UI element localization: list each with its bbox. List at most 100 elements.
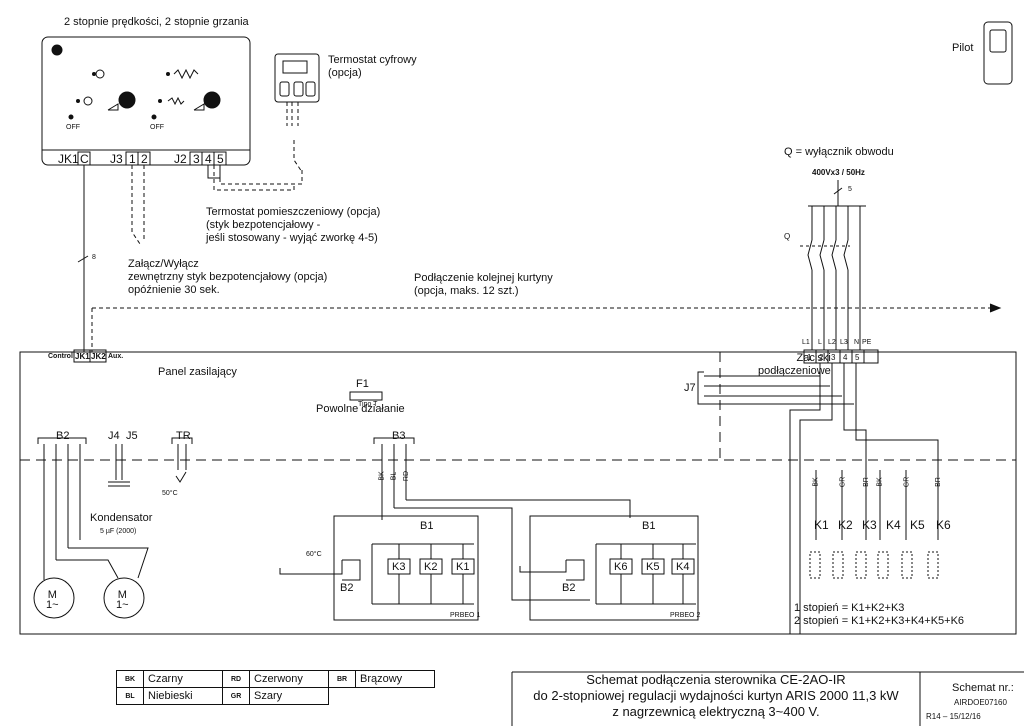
prbeo2-k5: K5: [646, 561, 660, 573]
terminal-top-L3: L3: [840, 339, 848, 346]
fuse-f1-label: F1: [356, 378, 369, 390]
title-line-3: z nagrzewnicą elektryczną 3~400 V.: [612, 704, 820, 719]
page-title: 2 stopnie prędkości, 2 stopnie grzania: [64, 16, 249, 28]
j2-label: J2: [174, 152, 187, 166]
heat-knob-icon: [203, 91, 221, 109]
j3-pin-1: 1: [129, 152, 136, 166]
b3-wire-bk: BK: [378, 471, 386, 481]
heater-element-1: [809, 551, 821, 579]
condenser-label: Kondensator: [90, 512, 153, 524]
color-legend: BK Czarny RD Czerwony BR Brązowy BL Nieb…: [116, 670, 435, 705]
contactor-k2: K2: [838, 518, 853, 532]
off-dot-left: [68, 114, 74, 120]
fuse-slow-label: Powolne działanie: [316, 403, 405, 415]
heater-element-2: [832, 551, 844, 579]
legend-name: Szary: [249, 687, 329, 705]
room-thermostat-label: Termostat pomieszczeniowy (opcja) (styk …: [206, 206, 381, 244]
stage-1-label: 1 stopień = K1+K2+K3: [794, 602, 905, 614]
prbeo-2-box: [529, 515, 699, 621]
fan-icon-1: [95, 69, 105, 79]
j5-label: J5: [126, 430, 138, 442]
scheme-number: AIRDOE07160: [954, 698, 1007, 707]
condenser-value: 5 µF (2000): [100, 528, 137, 535]
tr-temp: 50°C: [162, 490, 178, 497]
breaker-label: Q = wyłącznik obwodu: [784, 146, 894, 158]
prbeo2-b1: B1: [642, 520, 656, 532]
legend-code: GR: [222, 687, 250, 705]
prbeo2-k6: K6: [614, 561, 628, 573]
motor-1-label: M 1~: [46, 589, 59, 611]
legend-name: Niebieski: [143, 687, 223, 705]
pilot-label: Pilot: [952, 42, 974, 54]
heater-element-3: [855, 551, 867, 579]
contactor-wire-4: BK: [876, 477, 884, 487]
off-label-right: OFF: [150, 124, 164, 131]
contactor-wire-6: BR: [934, 477, 942, 487]
fuse-type: Tipo T: [358, 401, 378, 408]
contactor-wire-1: BK: [812, 477, 820, 487]
prbeo1-k1: K1: [456, 561, 470, 573]
arrow-icon-right: [193, 103, 205, 111]
contactor-wire-3: BR: [862, 477, 870, 487]
heater-element-5: [901, 551, 913, 579]
title-block: Schemat podłączenia sterownika CE-2AO-IR…: [512, 672, 920, 726]
prbeo2-k4: K4: [676, 561, 690, 573]
b3-wire-rd: RD: [403, 470, 411, 482]
off-dot-right: [151, 114, 157, 120]
j2-pin-5: 5: [217, 152, 224, 166]
revision-label: R14 – 15/12/16: [926, 712, 981, 721]
legend-code: BK: [116, 670, 144, 688]
jk1-label: JK1: [58, 152, 79, 166]
contactor-k3: K3: [862, 518, 877, 532]
prbeo2-name: PRBEO 2: [670, 612, 701, 619]
j3-label: J3: [110, 152, 123, 166]
prbeo-1-box: [333, 515, 479, 621]
wire-count: 5: [848, 186, 852, 193]
contactor-k6: K6: [936, 518, 951, 532]
terminal-5: 5: [855, 353, 860, 362]
terminal-3: 3: [831, 353, 836, 362]
prbeo1-k2: K2: [424, 561, 438, 573]
power-led-icon: [51, 44, 63, 56]
remote-pilot-icon: [983, 21, 1013, 85]
digital-thermostat-label: Termostat cyfrowy (opcja): [328, 54, 417, 79]
motor-2-icon: [103, 577, 145, 619]
digital-thermostat-icon: [274, 53, 320, 103]
terminal-top-N: N: [854, 339, 860, 346]
panel-label: Panel zasilający: [158, 366, 237, 378]
heater-icon-2: [167, 96, 185, 106]
fan-knob-icon: [118, 91, 136, 109]
stage-2-label: 2 stopień = K1+K2+K3+K4+K5+K6: [794, 615, 965, 627]
breaker-q: Q: [784, 232, 791, 241]
b2-label: B2: [56, 430, 70, 442]
power-panel-box: [19, 351, 1017, 635]
heater-element-4: [877, 551, 889, 579]
terminal-top-L1: L1: [802, 339, 810, 346]
onoff-label: Załącz/Wyłącz zewnętrzny styk bezpotencj…: [128, 258, 328, 296]
panel-jk1: JK1: [75, 352, 90, 361]
panel-control-label: Control: [48, 353, 73, 360]
b3-wire-bl: BL: [390, 471, 398, 481]
legend-code: BR: [328, 670, 356, 688]
j2-pin-3: 3: [193, 152, 200, 166]
contactor-k4: K4: [886, 518, 901, 532]
jk1-c-pin: C: [80, 152, 89, 166]
legend-name: Czarny: [143, 670, 223, 688]
prbeo1-name: PRBEO 1: [450, 612, 481, 619]
legend-name: Brązowy: [355, 670, 435, 688]
prbeo1-b1: B1: [420, 520, 434, 532]
prbeo2-b2: B2: [562, 582, 576, 594]
j3-pin-2: 2: [141, 152, 148, 166]
off-label-left: OFF: [66, 124, 80, 131]
fan-icon-2: [83, 96, 93, 106]
terminal-1: 1: [807, 353, 812, 362]
heater-element-6: [927, 551, 939, 579]
legend-code: RD: [222, 670, 250, 688]
terminal-top-L: L: [818, 339, 822, 346]
contactor-k1: K1: [814, 518, 829, 532]
wire-8-label: 8: [92, 254, 96, 261]
contactor-wire-2: GR: [839, 476, 847, 488]
heater-icon-1: [173, 68, 199, 80]
